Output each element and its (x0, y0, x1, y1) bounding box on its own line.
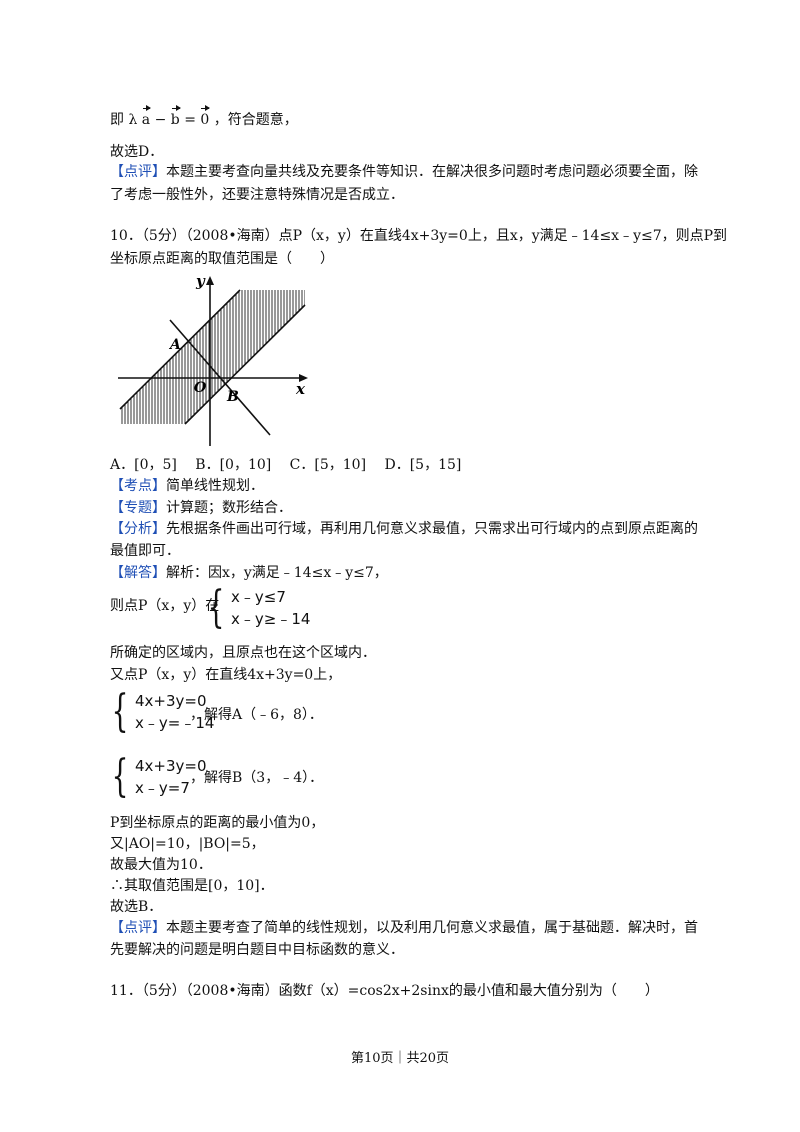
equation-system-b: { 4x+3y=0 x﹣y=7 (106, 755, 207, 799)
q10-jieda-line-6: 又|AO|=10，|BO|=5， (110, 836, 265, 852)
vector-b: b (171, 105, 181, 130)
prev-comment-line-2: 了考虑一般性外，还要注意特殊情况是否成立． (110, 187, 404, 203)
q10-jieda-line-2: 则点P（x，y）在 (110, 598, 220, 614)
q10-jieda-line-3: 所确定的区域内，且原点也在这个区域内． (110, 645, 376, 661)
q10-fenxi-line-1: 【分析】先根据条件画出可行域，再利用几何意义求最值，只需求出可行域内的点到原点距… (110, 519, 698, 539)
q10-feasible-region-figure: y x A O B (118, 272, 308, 446)
system-row: x﹣y≥﹣14 (231, 610, 311, 628)
text: = (184, 112, 196, 128)
q10-solve-a: ，解得A（﹣6，8）． (190, 707, 323, 723)
equation-system-a: { 4x+3y=0 x﹣y=﹣14 (106, 686, 215, 737)
q10-dianping-line-2: 先要解决的问题是明白题目中目标函数的意义． (110, 942, 404, 958)
q10-solve-b: ，解得B（3，﹣4）． (190, 770, 324, 786)
page-footer: 第10页｜共20页 (350, 1051, 450, 1066)
q10-jieda-line-5: P到坐标原点的距离的最小值为0， (110, 815, 325, 831)
fenxi-text: 先根据条件画出可行域，再利用几何意义求最值，只需求出可行域内的点到原点距离的 (166, 521, 698, 537)
q10-fenxi-line-2: 最值即可． (110, 543, 180, 559)
prev-comment-line-1: 【点评】本题主要考查向量共线及充要条件等知识．在解决很多问题时考虑问题必须要全面… (110, 162, 698, 182)
text: 即 λ (110, 112, 138, 128)
dianping-text: 本题主要考查了简单的线性规划，以及利用几何意义求最值，属于基础题．解决时，首 (166, 920, 698, 936)
q10-jieda-line-4: 又点P（x，y）在直线4x+3y=0上， (110, 667, 342, 683)
q10-zhuanti: 【专题】计算题；数形结合． (110, 498, 292, 518)
kaodian-text: 简单线性规划． (166, 478, 264, 494)
zhuanti-text: 计算题；数形结合． (166, 500, 292, 516)
system-row: x﹣y≤7 (231, 588, 286, 606)
prev-solution-line: 即 λ a − b = 0 ，符合题意， (110, 105, 298, 130)
jieda-text: 解析：因x，y满足﹣14≤x﹣y≤7， (166, 565, 388, 581)
comment-tag: 【点评】 (110, 164, 166, 180)
q10-jieda-line-1: 【解答】解析：因x，y满足﹣14≤x﹣y≤7， (110, 563, 388, 583)
system-row: x﹣y=7 (135, 779, 190, 797)
text: − (154, 112, 171, 128)
left-brace: { (111, 686, 129, 737)
origin-label: O (194, 380, 207, 396)
q10-stem-line-1: 10．（5分）（2008•海南）点P（x，y）在直线4x+3y=0上，且x，y满… (110, 228, 728, 244)
zhuanti-tag: 【专题】 (110, 500, 166, 516)
q10-jieda-line-8: ∴其取值范围是[0，10]． (110, 878, 274, 894)
left-brace: { (111, 751, 129, 802)
inequality-system: { x﹣y≤7 x﹣y≥﹣14 (202, 582, 311, 633)
comment-text: 本题主要考查向量共线及充要条件等知识．在解决很多问题时考虑问题必须要全面，除 (166, 164, 698, 180)
vector-a: a (142, 105, 152, 130)
q10-jieda-line-7: 故最大值为10． (110, 857, 212, 873)
q10-options: A．[0，5] B．[0，10] C．[5，10] D．[5，15] (110, 457, 462, 473)
system-row: 4x+3y=0 (135, 757, 207, 775)
q10-dianping-line-1: 【点评】本题主要考查了简单的线性规划，以及利用几何意义求最值，属于基础题．解决时… (110, 918, 698, 938)
q10-jieda-line-9: 故选B． (110, 899, 163, 915)
text: ，符合题意， (213, 112, 298, 128)
prev-choose: 故选D． (110, 144, 164, 160)
y-axis-label: y (195, 272, 206, 290)
q11-stem: 11．（5分）（2008•海南）函数f（x）=cos2x+2sinx的最小值和最… (110, 983, 659, 999)
point-a-label: A (168, 337, 181, 353)
system-row: 4x+3y=0 (135, 692, 207, 710)
fenxi-tag: 【分析】 (110, 521, 166, 537)
q10-kaodian: 【考点】简单线性规划． (110, 476, 264, 496)
vector-zero: 0 (200, 105, 211, 130)
point-b-label: B (226, 389, 239, 405)
left-brace: { (207, 582, 225, 633)
q10-stem-line-2: 坐标原点距离的取值范围是（ ） (110, 251, 334, 267)
system-row: x﹣y=﹣14 (135, 714, 215, 732)
x-axis-label: x (295, 380, 306, 398)
dianping-tag: 【点评】 (110, 920, 166, 936)
jieda-tag: 【解答】 (110, 565, 166, 581)
kaodian-tag: 【考点】 (110, 478, 166, 494)
